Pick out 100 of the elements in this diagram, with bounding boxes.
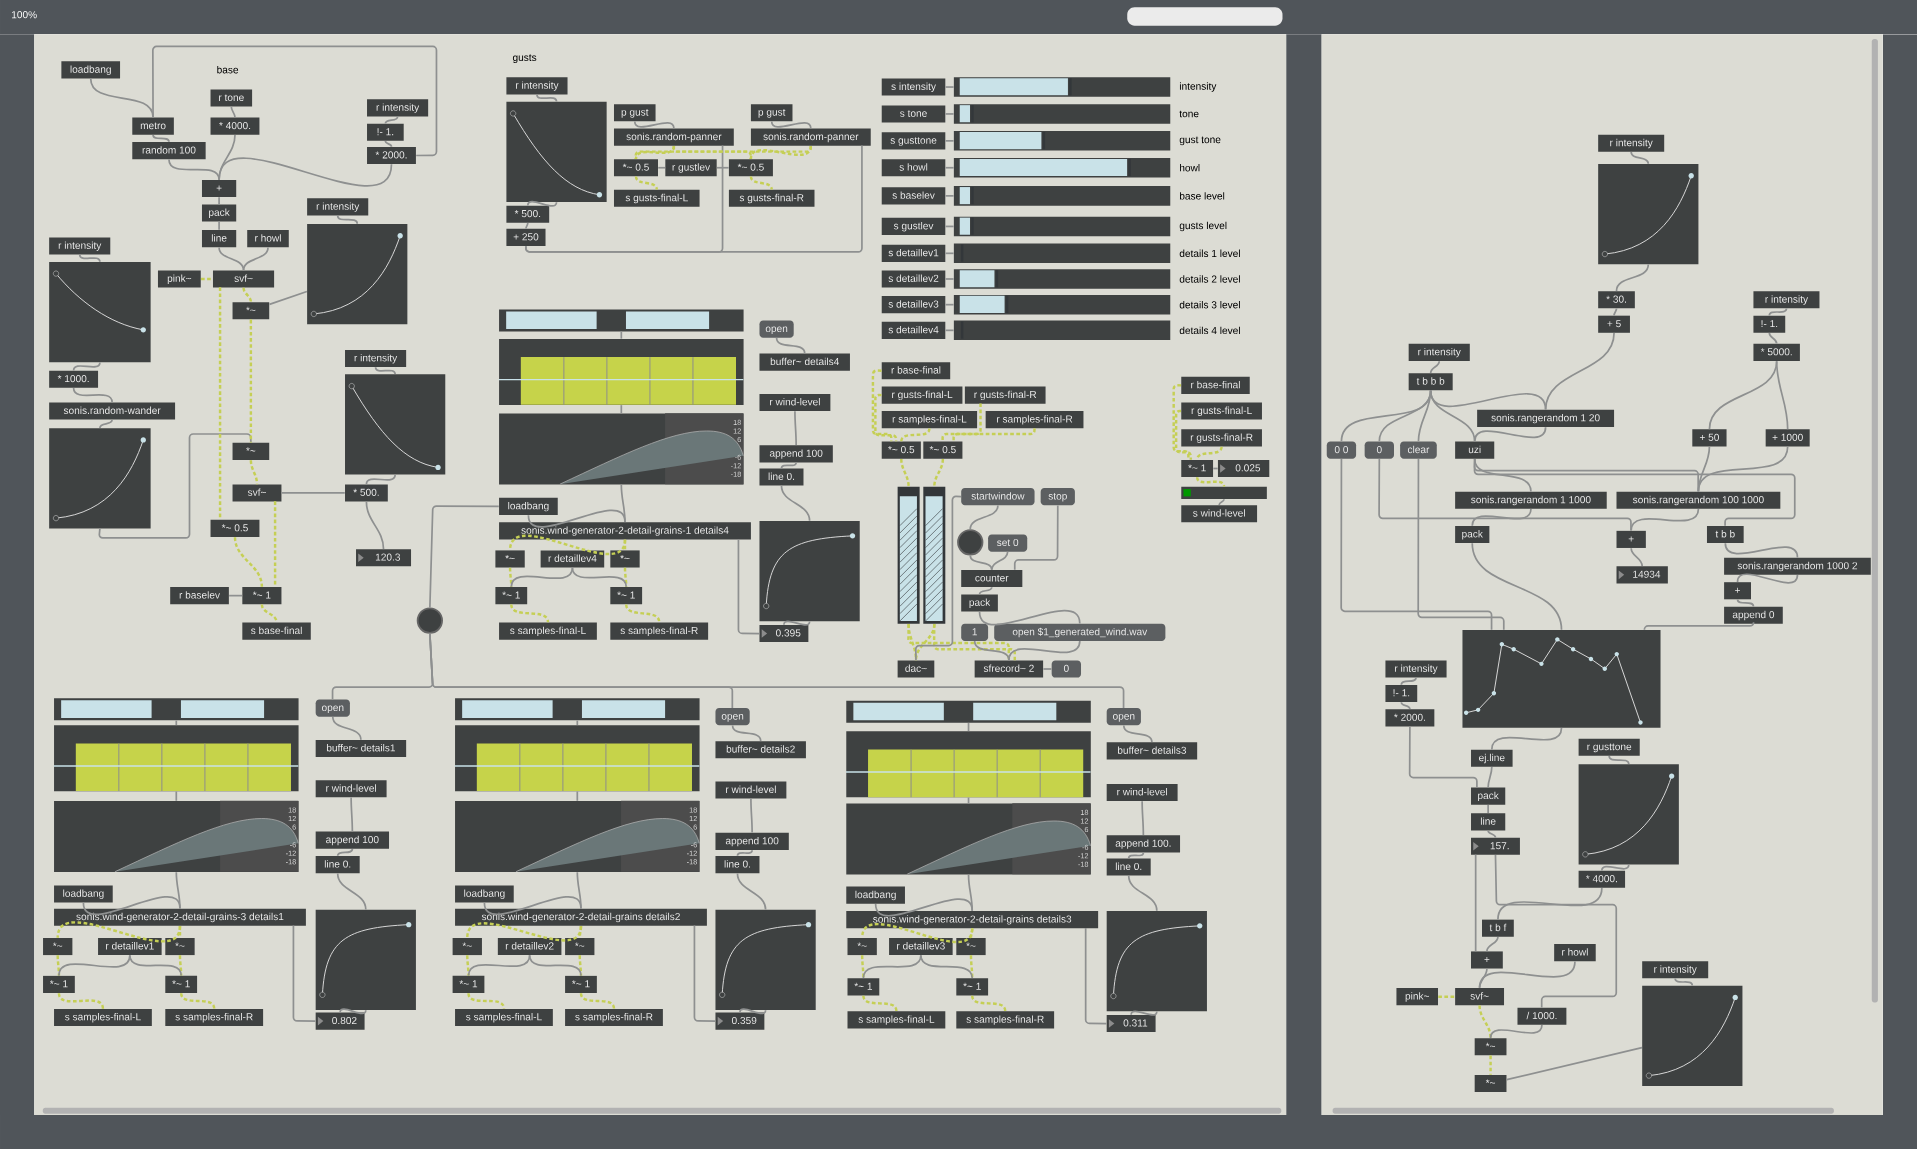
function-graph xyxy=(1106,910,1207,1012)
object-box: r base-final xyxy=(881,362,951,380)
object-box: r intensity xyxy=(1642,961,1709,979)
patch-cord xyxy=(1127,851,1145,859)
function-graph xyxy=(49,428,151,529)
patch-cord xyxy=(218,287,222,520)
patch-cord xyxy=(716,166,730,169)
level-meter xyxy=(923,486,946,624)
object-box: p gust xyxy=(614,104,656,122)
patch-cord xyxy=(990,550,1009,571)
object-box: r intensity xyxy=(49,237,111,255)
patch-cord xyxy=(1141,800,1145,836)
number-box: 14934 xyxy=(1616,566,1668,584)
slider-label: details 1 level xyxy=(1179,249,1240,257)
patch-cord xyxy=(510,604,550,623)
function-graph xyxy=(307,223,408,325)
patch-cord xyxy=(576,719,579,726)
patch-cord xyxy=(1417,389,1432,443)
patch-cord xyxy=(932,623,1016,661)
object-box: s detaillev2 xyxy=(881,270,946,288)
object-box: s samples-final-R xyxy=(956,1011,1055,1029)
patch-cord xyxy=(625,604,661,623)
slider xyxy=(953,269,1171,289)
patch-cord xyxy=(528,954,582,977)
patch-cord xyxy=(1438,995,1455,998)
patch-cord xyxy=(525,144,863,253)
patch-cord xyxy=(1417,458,1505,631)
node-label: 0.802 xyxy=(332,1016,357,1024)
patch-cord xyxy=(82,895,181,915)
object-box: r intensity xyxy=(1753,291,1820,309)
object-box: s intensity xyxy=(881,78,946,96)
envelope-display xyxy=(455,800,700,872)
object-box: r gustlev xyxy=(665,159,717,177)
object-box: s baselev xyxy=(881,187,946,205)
patch-cord xyxy=(508,567,513,587)
patch-cord xyxy=(429,632,1125,709)
slider-label: tone xyxy=(1179,110,1199,118)
patch-cord xyxy=(1674,977,1694,987)
patch-cord xyxy=(1615,263,1650,292)
message-box: 0 xyxy=(1051,660,1081,678)
patch-cord xyxy=(736,849,753,857)
object-box: t b b b xyxy=(1408,373,1453,391)
patch-cord xyxy=(129,954,183,977)
patch-cord xyxy=(780,484,811,522)
slider xyxy=(953,77,1171,97)
patch-cord xyxy=(578,925,583,938)
object-box: r intensity xyxy=(1385,660,1447,678)
object-box: p gust xyxy=(750,104,793,122)
object-box: svf~ xyxy=(232,484,282,502)
patch-cord xyxy=(1724,542,1799,559)
envelope-display xyxy=(846,803,1091,875)
patch-cord xyxy=(1473,458,1796,527)
object-box: + xyxy=(1471,951,1503,969)
range-slider xyxy=(846,700,1091,723)
patch-cord xyxy=(510,566,574,588)
patch-cord xyxy=(525,222,529,230)
patch-cord xyxy=(933,458,945,487)
object-box: + 50 xyxy=(1692,429,1727,447)
object-box: r intensity xyxy=(307,198,369,216)
patch-cord xyxy=(429,505,500,609)
patch-cord xyxy=(634,176,658,190)
object-box: r gusts-final-L xyxy=(1181,402,1262,420)
patch-cord xyxy=(331,715,362,741)
patch-cord xyxy=(1608,755,1630,765)
patch-cord xyxy=(1486,936,1499,952)
patch-cord xyxy=(941,403,982,442)
patch-cord xyxy=(178,925,182,938)
object-box: r wind-level xyxy=(715,781,787,799)
patch-cord xyxy=(944,329,955,332)
patch-cord xyxy=(900,427,931,442)
patch-cord xyxy=(268,290,308,306)
object-box: s gusttone xyxy=(881,132,946,150)
patch-cord xyxy=(874,393,898,442)
patch-cord xyxy=(1768,307,1788,317)
object-box: s samples-final-L xyxy=(847,1011,946,1029)
object-box: *~ 0.5 xyxy=(614,159,658,177)
patch-cord xyxy=(944,252,955,255)
patch-cord xyxy=(1400,676,1417,686)
patch-cord xyxy=(175,719,178,726)
breakpoint-graph xyxy=(1462,629,1661,728)
patch-cord xyxy=(862,995,898,1012)
object-box: loadbang xyxy=(455,885,514,903)
patch-cord xyxy=(350,796,354,833)
patch-cord xyxy=(152,134,170,143)
patch-cord xyxy=(1008,640,1081,661)
object-box: append 100 xyxy=(759,445,833,463)
patch-cord xyxy=(750,797,753,834)
patch-cord xyxy=(871,369,893,442)
patch-cord xyxy=(1775,360,1789,430)
object-box: * 500. xyxy=(345,484,388,502)
object-box: svf~ xyxy=(213,270,275,288)
object-box: pack xyxy=(201,204,237,222)
patch-cord xyxy=(736,872,767,911)
patch-cord xyxy=(1478,960,1576,989)
patch-cord xyxy=(336,214,359,225)
function-graph xyxy=(1642,985,1743,1086)
patch-cord xyxy=(242,287,253,303)
patch-cord xyxy=(1768,332,1778,345)
patch-cord xyxy=(578,955,583,976)
bang-button xyxy=(957,529,984,556)
